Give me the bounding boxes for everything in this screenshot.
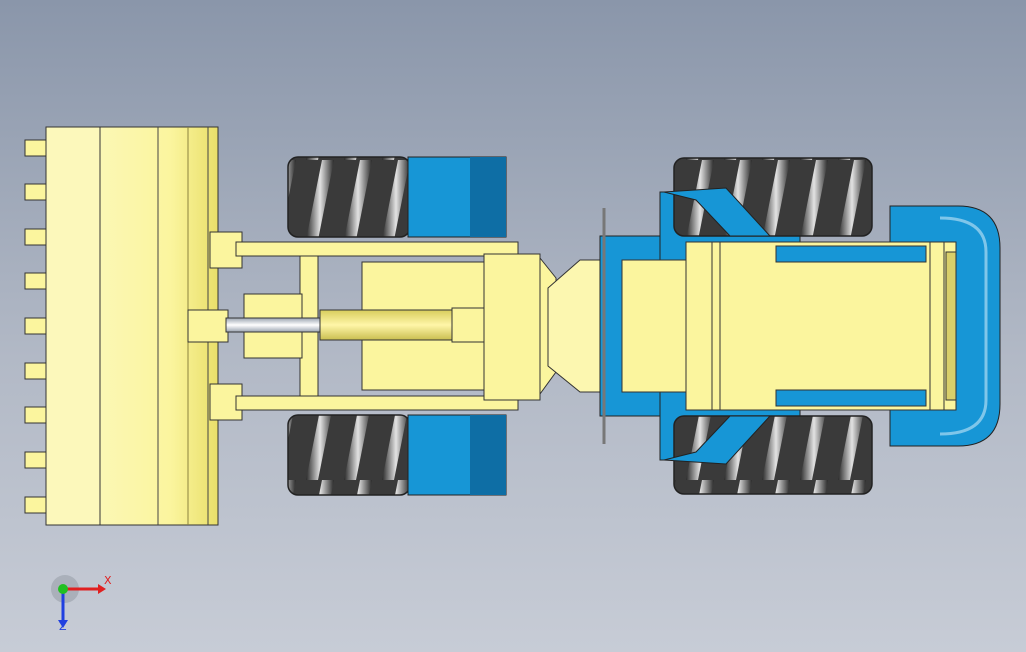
- front-right-wheel[interactable]: [287, 414, 507, 496]
- hood-stripe-right: [775, 389, 927, 407]
- engine-hood[interactable]: [621, 241, 957, 411]
- triad-x-label: X: [104, 574, 112, 587]
- fender-guards: [663, 187, 772, 465]
- tilt-cylinder: [319, 309, 457, 341]
- tilt-cylinder-rod: [225, 317, 325, 333]
- front-left-wheel[interactable]: [287, 156, 507, 238]
- hood-stripe-left: [775, 245, 927, 263]
- triad-z-label: Z: [59, 620, 67, 633]
- bucket[interactable]: [24, 126, 219, 526]
- bucket-lip: [45, 126, 103, 526]
- view-triad: X Z: [50, 572, 120, 634]
- triad-axes-icon: [51, 575, 106, 628]
